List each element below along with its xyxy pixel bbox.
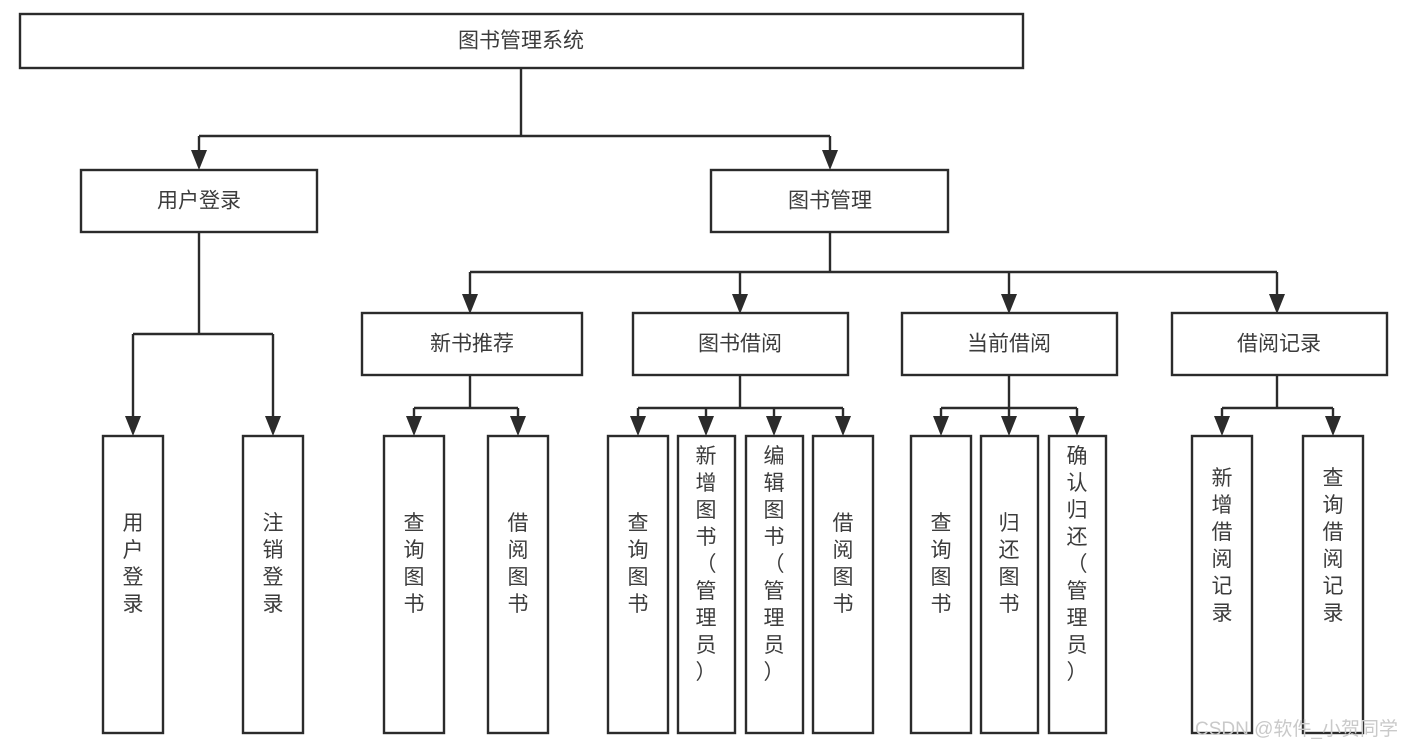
arrowhead-leaf-add-book — [698, 416, 714, 436]
node-leaf-logout-login-box[interactable] — [241, 434, 305, 735]
node-leaf-query-book-3[interactable]: 查询图书 — [909, 434, 973, 735]
node-leaf-user-login-label: 用户登录 — [123, 512, 144, 616]
node-leaf-user-login-box[interactable] — [101, 434, 165, 735]
arrowhead-leaf-return-book — [1001, 416, 1017, 436]
arrowhead-book-borrow — [732, 294, 748, 314]
node-leaf-add-borrow-record-label: 新增借阅记录 — [1212, 467, 1233, 625]
node-leaf-edit-book-box[interactable] — [744, 434, 805, 735]
node-leaf-edit-book-label: 编辑图书（管理员） — [764, 445, 785, 684]
arrowhead-leaf-edit-book — [766, 416, 782, 436]
node-leaf-query-book-3-box[interactable] — [909, 434, 973, 735]
arrowhead-borrow-record — [1269, 294, 1285, 314]
node-leaf-borrow-book-1[interactable]: 借阅图书 — [486, 434, 550, 735]
node-leaf-confirm-return[interactable]: 确认归还（管理员） — [1047, 434, 1108, 735]
node-borrow-record-box[interactable] — [1170, 311, 1389, 377]
node-user-login-box[interactable] — [79, 168, 319, 234]
node-user-login[interactable]: 用户登录 — [79, 168, 319, 234]
node-leaf-confirm-return-box[interactable] — [1047, 434, 1108, 735]
arrowhead-leaf-query-book-1 — [406, 416, 422, 436]
node-leaf-confirm-return-label: 确认归还（管理员） — [1067, 445, 1088, 684]
node-leaf-return-book-label: 归还图书 — [999, 512, 1020, 616]
connector-layer — [125, 68, 1341, 436]
node-leaf-query-book-2-label: 查询图书 — [628, 512, 649, 616]
node-leaf-borrow-book-2-box[interactable] — [811, 434, 875, 735]
node-leaf-logout-login[interactable]: 注销登录 — [241, 434, 305, 735]
node-leaf-query-book-1-box[interactable] — [382, 434, 446, 735]
node-leaf-borrow-book-2[interactable]: 借阅图书 — [811, 434, 875, 735]
node-leaf-query-book-3-label: 查询图书 — [931, 512, 952, 616]
node-new-book-recommend-label: 新书推荐 — [430, 333, 514, 356]
node-book-management[interactable]: 图书管理 — [709, 168, 950, 234]
node-leaf-query-book-2-box[interactable] — [606, 434, 670, 735]
arrowhead-leaf-confirm-return — [1069, 416, 1085, 436]
node-leaf-user-login[interactable]: 用户登录 — [101, 434, 165, 735]
arrowhead-leaf-query-book-3 — [933, 416, 949, 436]
node-leaf-query-borrow-record-box[interactable] — [1301, 434, 1365, 735]
node-current-borrow-box[interactable] — [900, 311, 1119, 377]
node-root[interactable]: 图书管理系统 — [18, 12, 1025, 70]
watermark-text: CSDN @软件_小贺同学 — [1195, 718, 1398, 740]
node-book-borrow[interactable]: 图书借阅 — [631, 311, 850, 377]
node-leaf-borrow-book-2-label: 借阅图书 — [833, 512, 854, 616]
node-leaf-logout-login-label: 注销登录 — [263, 512, 284, 616]
arrowhead-new-book-recommend — [462, 294, 478, 314]
arrowhead-book-management — [822, 150, 838, 170]
node-user-login-label: 用户登录 — [157, 190, 241, 213]
node-leaf-query-book-1[interactable]: 查询图书 — [382, 434, 446, 735]
node-leaf-add-borrow-record[interactable]: 新增借阅记录 — [1190, 434, 1254, 735]
node-leaf-add-book[interactable]: 新增图书（管理员） — [676, 434, 737, 735]
node-borrow-record[interactable]: 借阅记录 — [1170, 311, 1389, 377]
node-book-borrow-box[interactable] — [631, 311, 850, 377]
node-book-borrow-label: 图书借阅 — [698, 333, 782, 356]
node-leaf-query-book-1-label: 查询图书 — [404, 512, 425, 616]
node-borrow-record-label: 借阅记录 — [1237, 333, 1321, 356]
node-new-book-recommend-box[interactable] — [360, 311, 584, 377]
node-root-box[interactable] — [18, 12, 1025, 70]
arrowhead-user-login — [191, 150, 207, 170]
arrowhead-leaf-logout-login — [265, 416, 281, 436]
node-leaf-add-book-box[interactable] — [676, 434, 737, 735]
node-book-management-label: 图书管理 — [788, 190, 872, 213]
node-leaf-borrow-book-1-box[interactable] — [486, 434, 550, 735]
node-leaf-return-book[interactable]: 归还图书 — [979, 434, 1040, 735]
node-current-borrow[interactable]: 当前借阅 — [900, 311, 1119, 377]
node-leaf-borrow-book-1-label: 借阅图书 — [508, 512, 529, 616]
arrowhead-leaf-add-borrow-record — [1214, 416, 1230, 436]
node-leaf-add-borrow-record-box[interactable] — [1190, 434, 1254, 735]
node-book-management-box[interactable] — [709, 168, 950, 234]
node-new-book-recommend[interactable]: 新书推荐 — [360, 311, 584, 377]
node-leaf-query-borrow-record-label: 查询借阅记录 — [1323, 467, 1344, 625]
arrowhead-leaf-borrow-book-2 — [835, 416, 851, 436]
arrowhead-leaf-query-book-2 — [630, 416, 646, 436]
node-current-borrow-label: 当前借阅 — [967, 333, 1051, 356]
node-leaf-query-borrow-record[interactable]: 查询借阅记录 — [1301, 434, 1365, 735]
node-leaf-query-book-2[interactable]: 查询图书 — [606, 434, 670, 735]
node-root-label: 图书管理系统 — [458, 30, 584, 53]
node-leaf-return-book-box[interactable] — [979, 434, 1040, 735]
node-leaf-edit-book[interactable]: 编辑图书（管理员） — [744, 434, 805, 735]
arrowhead-leaf-user-login — [125, 416, 141, 436]
arrowhead-current-borrow — [1001, 294, 1017, 314]
arrowhead-leaf-query-borrow-record — [1325, 416, 1341, 436]
node-leaf-add-book-label: 新增图书（管理员） — [696, 445, 717, 684]
arrowhead-leaf-borrow-book-1 — [510, 416, 526, 436]
